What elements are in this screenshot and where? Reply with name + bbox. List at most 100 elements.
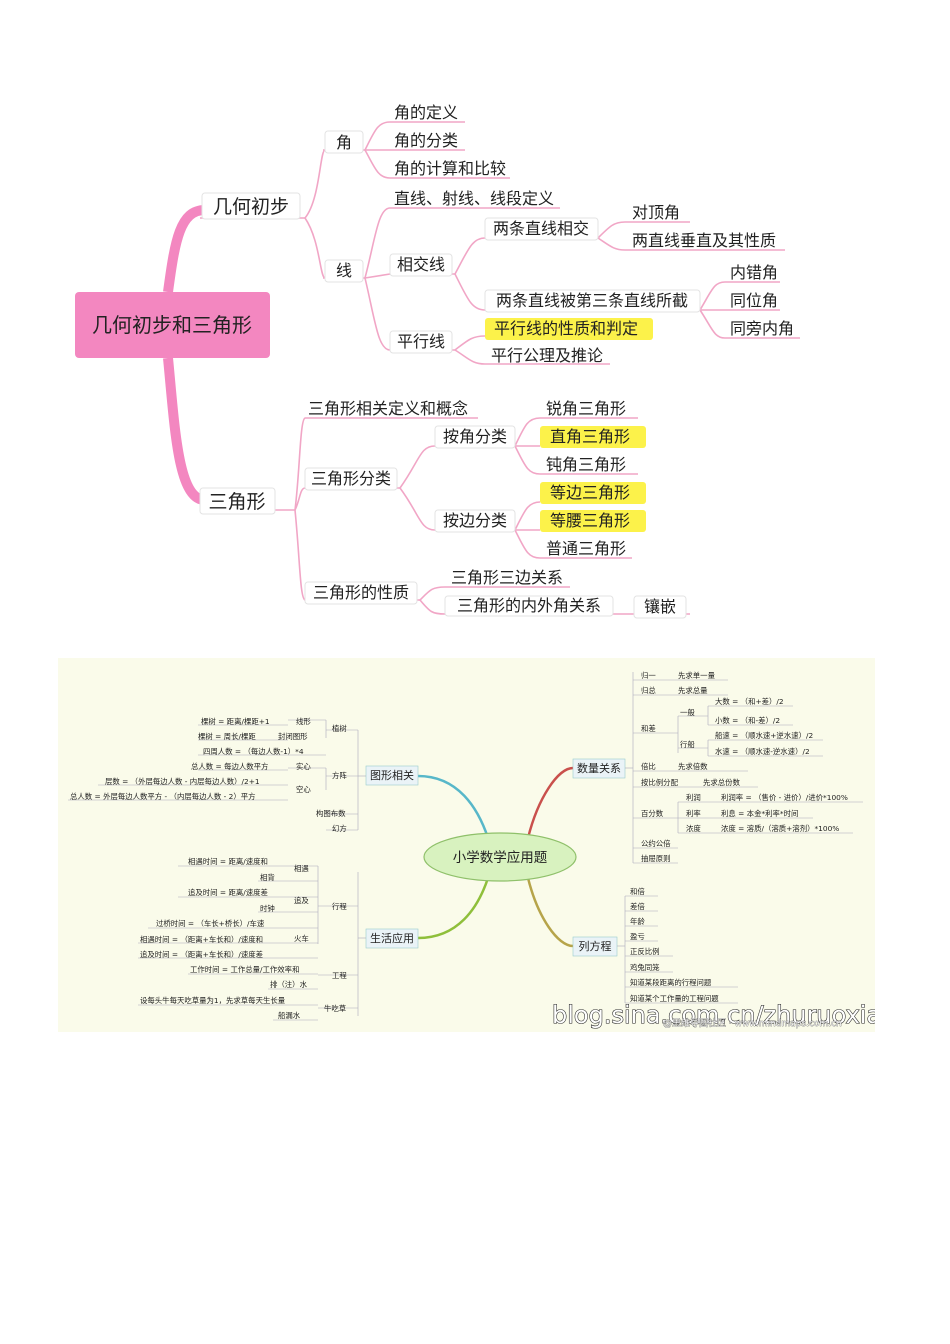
node-interest: 利率 (686, 809, 701, 818)
leaf-angle-class: 角的分类 (394, 131, 458, 150)
leaf-boat-speed: 船速 = （顺水速+逆水速）/2 (715, 731, 813, 740)
highlight-parallel-props (485, 318, 653, 340)
leaf-perpendicular: 两直线垂直及其性质 (632, 231, 776, 250)
watermark-blog: blog.sina.com.cn/zhuruoxia (552, 1001, 875, 1029)
node-solid: 实心 (296, 762, 311, 771)
leaf-train-meet-formula: 相遇时间 = （距离+车长和）/速度和 (140, 935, 263, 944)
leaf-equilateral: 等边三角形 (550, 483, 630, 502)
leaf-chase-formula: 追及时间 = 距离/速度差 (188, 888, 268, 897)
node-meeting: 相遇 (294, 864, 309, 873)
leaf-tessellation: 镶嵌 (644, 597, 676, 616)
leaf-eq-diff-multiple: 差倍 (630, 902, 645, 911)
leaf-proportion-f: 先求总份数 (703, 778, 741, 787)
leaf-isosceles: 等腰三角形 (550, 511, 630, 530)
geometry-mind-map: 几何初步和三角形 几何初步 角 角的定义 角的分类 角的计算和比较 线 直线、射… (75, 103, 800, 619)
node-unitary: 归一 (641, 671, 656, 680)
node-percent: 百分数 (641, 809, 664, 818)
node-line: 线 (336, 261, 352, 280)
node-travel: 行程 (332, 902, 347, 911)
node-boat: 行船 (680, 740, 695, 749)
node-line-shape: 线形 (296, 717, 311, 726)
node-proportion: 按比例分配 (641, 778, 679, 787)
node-two-lines-intersect: 两条直线相交 (493, 219, 589, 238)
node-multiple-ratio: 倍比 (641, 762, 656, 771)
branch-geometry-basics: 几何初步 (213, 196, 289, 218)
leaf-eq-work: 知道某个工作量的工程问题 (630, 994, 719, 1003)
highlight-equilateral (540, 482, 646, 504)
leaf-layout-numbers: 构图布数 (316, 809, 346, 818)
leaf-closed-formula: 棵树 = 周长/棵距 (198, 732, 256, 741)
leaf-layers-formula: 层数 = （外层每边人数 - 内层每边人数）/2+1 (105, 777, 260, 786)
leaf-scalene: 普通三角形 (546, 539, 626, 558)
leaf-vertical-angle: 对顶角 (632, 203, 680, 222)
leaf-right: 直角三角形 (550, 427, 630, 446)
leaf-three-sides: 三角形三边关系 (451, 568, 563, 587)
leaf-meeting-formula: 相遇时间 = 距离/速度和 (188, 857, 268, 866)
node-by-side: 按边分类 (443, 511, 507, 530)
leaf-line-def: 直线、射线、线段定义 (394, 189, 554, 208)
branch-triangle: 三角形 (208, 491, 265, 513)
leaf-solid-formula: 总人数 = 每边人数平方 (191, 762, 268, 771)
leaf-acute: 锐角三角形 (546, 399, 626, 418)
node-general: 一般 (680, 708, 695, 717)
leaf-angle-calc: 角的计算和比较 (394, 159, 506, 178)
node-triangle-props: 三角形的性质 (313, 583, 409, 602)
leaf-pigeonhole: 抽屉原则 (641, 854, 671, 863)
leaf-parallel-axiom: 平行公理及推论 (491, 346, 603, 365)
node-transversal: 两条直线被第三条直线所截 (496, 291, 688, 310)
branch-life: 生活应用 (370, 931, 414, 945)
leaf-angle-def: 角的定义 (394, 103, 458, 122)
leaf-small-number: 小数 = （和-差）/2 (715, 716, 780, 725)
node-totaling: 归总 (641, 686, 656, 695)
leaf-totaling-f: 先求总量 (678, 686, 708, 695)
leaf-clock: 时钟 (260, 904, 275, 913)
leaf-eq-age: 年龄 (630, 917, 645, 926)
leaf-bridge-formula: 过桥时间 = （车长+桥长）/车速 (156, 919, 265, 928)
node-parallel: 平行线 (397, 332, 445, 351)
node-train: 火车 (294, 934, 309, 943)
node-chase: 追及 (294, 896, 309, 905)
node-intersecting: 相交线 (397, 255, 445, 274)
leaf-magic-square: 幻方 (332, 824, 347, 833)
leaf-line-formula: 棵树 = 距离/棵距+1 (201, 717, 270, 726)
leaf-concentration-f: 浓度 = 溶质/（溶质+溶剂）*100% (721, 824, 839, 833)
leaf-same-side-interior: 同旁内角 (730, 319, 794, 338)
leaf-obtuse: 钝角三角形 (546, 455, 626, 474)
leaf-profit-f: 利润率 = （售价 - 进价）/进价*100% (721, 793, 848, 802)
node-cow-grass: 牛吃草 (324, 1004, 346, 1013)
leaf-interest-f: 利息 = 本金*利率*时间 (721, 809, 798, 818)
leaf-drain: 排（注）水 (270, 980, 308, 989)
watermark-site: @思维导图社区 · www.mindmaps.com.cn (663, 1017, 842, 1029)
center-node-bubble (423, 832, 577, 882)
leaf-inner-outer-angles: 三角形的内外角关系 (457, 596, 601, 615)
leaf-eq-travel: 知道某段距离的行程问题 (630, 978, 712, 987)
node-work: 工程 (332, 971, 347, 980)
leaf-triangle-concept: 三角形相关定义和概念 (308, 399, 468, 418)
node-angle: 角 (336, 133, 352, 152)
leaf-cow-formula: 设每头牛每天吃草量为1，先求草每天生长量 (140, 996, 286, 1005)
leaf-eq-chicken-rabbit: 鸡兔同笼 (630, 963, 660, 972)
leaf-boat-leak: 船漏水 (278, 1011, 301, 1020)
leaf-alternate-interior: 内错角 (730, 263, 778, 282)
leaf-water-speed: 水速 = （顺水速-逆水速）/2 (715, 747, 810, 756)
leaf-eq-sum-multiple: 和倍 (630, 887, 645, 896)
word-problem-mind-map: 小学数学应用题 图形相关 生活应用 数量关系 列方程 (58, 658, 875, 1032)
leaf-eq-profit-loss: 盈亏 (630, 932, 645, 941)
leaf-big-number: 大数 = （和+差）/2 (715, 697, 784, 706)
leaf-train-chase-formula: 追及时间 = （距离+车长和）/速度差 (140, 950, 263, 959)
leaf-hollow-formula: 总人数 = 外层每边人数平方 - （内层每边人数 - 2）平方 (70, 792, 256, 801)
branch-equation: 列方程 (579, 939, 612, 953)
node-by-angle: 按角分类 (443, 427, 507, 446)
leaf-four-sides: 四周人数 = （每边人数-1）*4 (203, 747, 304, 756)
branch-quantity: 数量关系 (577, 761, 621, 775)
leaf-parallel-props: 平行线的性质和判定 (494, 319, 638, 338)
leaf-corresponding: 同位角 (730, 291, 778, 310)
branch-shape: 图形相关 (370, 768, 414, 782)
leaf-gcd-lcm: 公约公倍 (641, 839, 671, 848)
node-square-array: 方阵 (332, 771, 347, 780)
node-tree-planting: 植树 (332, 724, 347, 733)
highlight-right-triangle (540, 426, 646, 448)
root-node-box (75, 292, 270, 358)
node-triangle-classify: 三角形分类 (311, 469, 391, 488)
highlight-isosceles (540, 510, 646, 532)
